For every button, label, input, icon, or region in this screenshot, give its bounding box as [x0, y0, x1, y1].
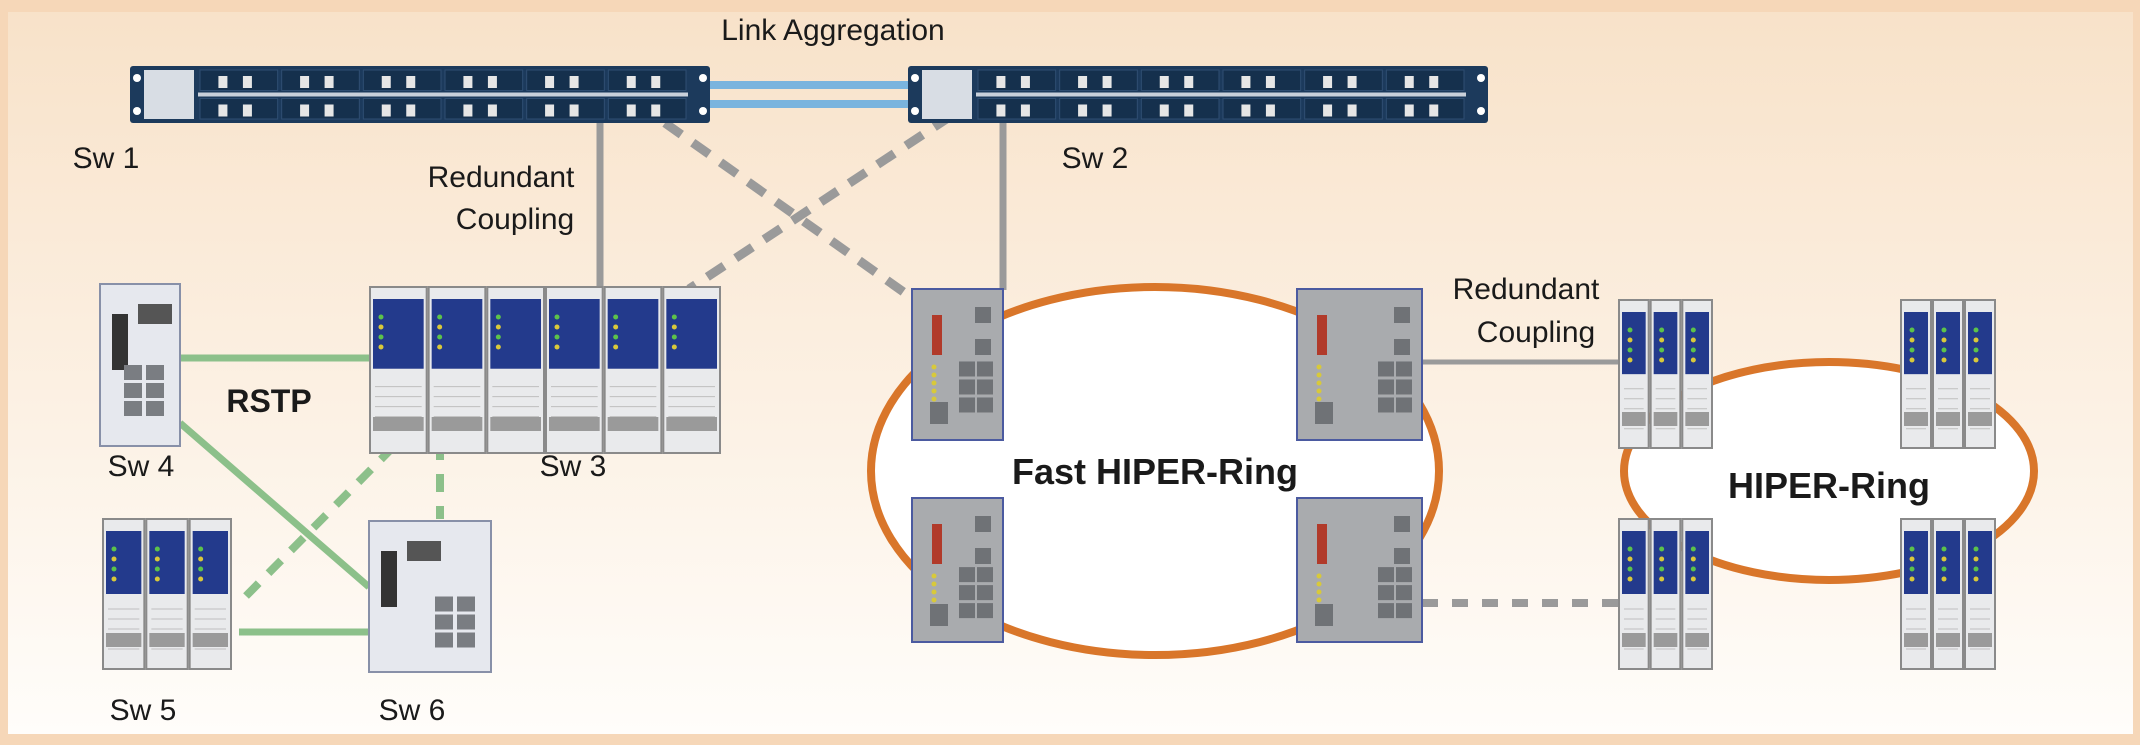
hiper-ring-switch-top-left: [1618, 299, 1714, 449]
sw2-label: Sw 2: [1062, 142, 1129, 175]
rstp-label: RSTP: [226, 383, 311, 419]
hiper-ring-label: HIPER-Ring: [1728, 465, 1930, 506]
hiper-ring-switch-bottom-left: [1618, 518, 1714, 670]
hiper-ring-switch-top-right: [1900, 299, 1996, 449]
fast-ring-switch-bottom-left: [911, 497, 1004, 643]
devices: [99, 66, 1996, 673]
redundant-link-sw1-fast-ring: [662, 119, 915, 302]
sw6-device: [368, 520, 492, 673]
redundant-coupling-right-label-line1: Redundant: [1453, 273, 1600, 306]
fast-hiper-ring-label: Fast HIPER-Ring: [1012, 451, 1298, 492]
redundant-link-sw2-sw3: [686, 112, 954, 293]
sw3-label: Sw 3: [540, 450, 607, 483]
redundant-coupling-label-line2: Coupling: [456, 203, 574, 236]
rstp-blocked-link-sw5-sw3: [243, 427, 413, 599]
sw6-label: Sw 6: [379, 694, 446, 727]
fast-ring-switch-top-left: [911, 288, 1004, 441]
sw1-label: Sw 1: [73, 142, 140, 175]
link-aggregation-label: Link Aggregation: [721, 14, 945, 47]
sw5-device: [102, 518, 233, 670]
redundant-coupling-right-label-line2: Coupling: [1477, 316, 1595, 349]
fast-ring-switch-bottom-right: [1296, 497, 1423, 643]
rstp-link-sw4-sw6: [177, 420, 372, 590]
links: [177, 81, 1618, 636]
sw1-device: [130, 66, 710, 123]
sw4-device: [99, 283, 181, 447]
fast-ring-switch-top-right: [1296, 288, 1423, 441]
sw4-label: Sw 4: [108, 450, 175, 483]
sw3-device: [369, 286, 721, 454]
labels: Link Aggregation Sw 1 Sw 2 Redundant Cou…: [73, 14, 1930, 727]
hiper-ring-switch-bottom-right: [1900, 518, 1996, 670]
sw2-device: [908, 66, 1488, 123]
sw5-label: Sw 5: [110, 694, 177, 727]
redundant-coupling-label-line1: Redundant: [428, 161, 575, 194]
